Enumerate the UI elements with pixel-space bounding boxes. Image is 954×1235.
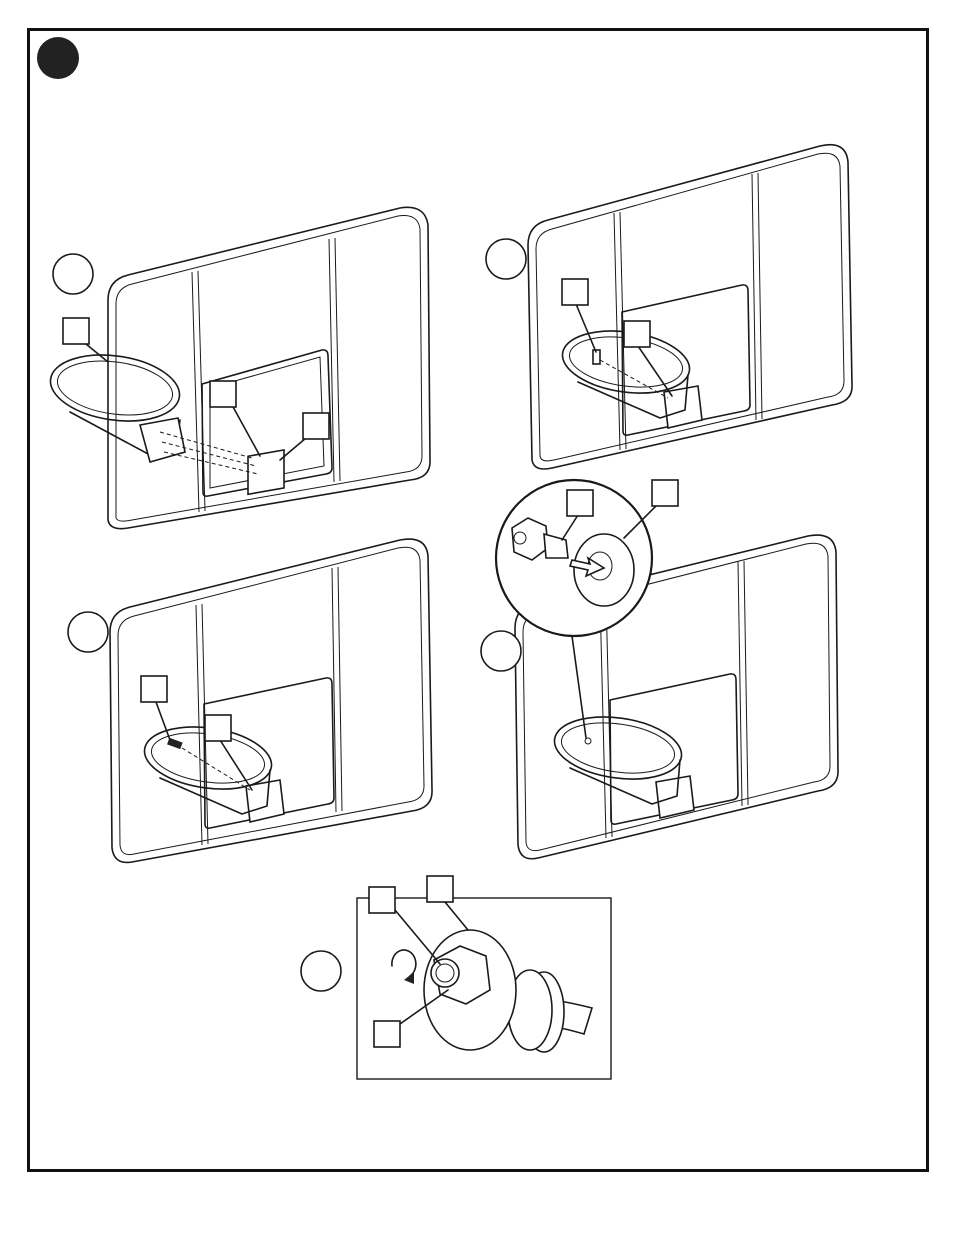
callout-f <box>141 676 167 702</box>
panel-1-rim <box>46 347 258 474</box>
callout-j <box>369 887 395 913</box>
callout-i <box>652 480 678 506</box>
callout-d <box>562 279 588 305</box>
callout-b <box>210 381 236 407</box>
callout-c <box>303 413 329 439</box>
callout-g <box>205 715 231 741</box>
callout-e <box>624 321 650 347</box>
step-circle-2 <box>486 239 526 279</box>
step-marker <box>37 37 79 79</box>
step-circle-5 <box>301 951 341 991</box>
step-circle-1 <box>53 254 93 294</box>
callout-k <box>427 876 453 902</box>
step-circle-3 <box>68 612 108 652</box>
callout-h <box>567 490 593 516</box>
callout-a <box>63 318 89 344</box>
zoom-leader-line <box>572 636 586 738</box>
step-circle-4 <box>481 631 521 671</box>
callout-l <box>374 1021 400 1047</box>
washer-icon <box>574 534 634 606</box>
